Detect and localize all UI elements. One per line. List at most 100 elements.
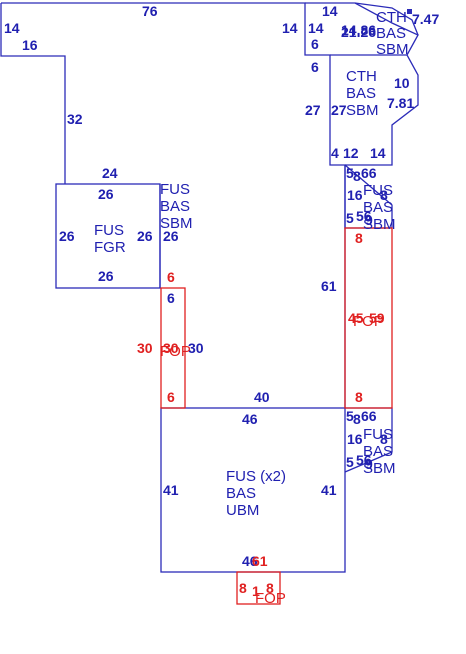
dim-sbm2-66: 66 <box>361 408 377 424</box>
fus-fgr-label: FUS FGR <box>94 222 126 256</box>
cth-marker <box>407 9 412 14</box>
dim-corr-6a: 6 <box>311 36 319 52</box>
fus-top-line2: BAS <box>160 198 190 215</box>
dim-red-30-left: 30 <box>137 340 153 356</box>
fop-bottom-label: FOP <box>255 590 286 607</box>
dim-sbm1-8b: 8 <box>380 187 388 203</box>
dim-sbm1-8: 8 <box>353 168 361 184</box>
fus-top-label: FUS BAS SBM <box>160 181 193 232</box>
dim-cth-10: 10 <box>394 75 410 91</box>
cth-mid-line1: CTH <box>346 68 377 85</box>
dim-sbm2-8: 8 <box>353 411 361 427</box>
cth-top-line2: BAS <box>376 25 406 42</box>
fus-right2-line3: SBM <box>363 460 396 477</box>
cth-mid-line3: SBM <box>346 102 379 119</box>
fus-big-line2: BAS <box>226 485 256 502</box>
cth-mid-line2: BAS <box>346 85 376 102</box>
dim-sbm2-9: 9 <box>365 456 373 472</box>
dim-red-8-top: 8 <box>355 230 363 246</box>
dim-left-16: 16 <box>22 37 38 53</box>
fus-right1-line2: BAS <box>363 199 393 216</box>
dim-cth-7-81: 7.81 <box>387 95 414 111</box>
cth-top-label: CTH BAS SBM <box>376 9 409 58</box>
fop-right-label: FOP <box>353 313 384 330</box>
dim-red-8-bottom: 8 <box>355 389 363 405</box>
fus-right1-line1: FUS <box>363 182 393 199</box>
dim-corr-14a: 14 <box>322 3 338 19</box>
dim-red-59: 59 <box>369 310 385 326</box>
dim-big-41-right: 41 <box>321 482 337 498</box>
dim-blue-6: 6 <box>167 290 175 306</box>
cth-top-line1: CTH <box>376 9 407 26</box>
fus-big-line1: FUS (x2) <box>226 468 286 485</box>
dim-sbm1-9: 9 <box>365 212 373 228</box>
fus-right2-line1: FUS <box>363 426 393 443</box>
dim-blue-30: 30 <box>188 340 204 356</box>
dim-sbm2-56: 56 <box>356 452 372 468</box>
dim-cth-top-val2: 21.26 <box>341 24 376 40</box>
dim-left-32: 32 <box>67 111 83 127</box>
dim-corr-4: 4 <box>331 145 339 161</box>
fus-big-label: FUS (x2) BAS UBM <box>226 468 286 519</box>
dim-corr-12: 12 <box>343 145 359 161</box>
dim-sbm1-16: 16 <box>347 187 363 203</box>
dim-fop-bottom-8b: 8 <box>266 580 274 596</box>
left-wall-outline <box>0 3 66 184</box>
dim-corr-14c: 14 <box>308 20 324 36</box>
dim-top-fus-right-26: 26 <box>163 228 179 244</box>
dim-cth-top-val: 14.86 <box>341 22 376 38</box>
dim-big-41-left: 41 <box>163 482 179 498</box>
fus-top-line3: SBM <box>160 215 193 232</box>
dim-sbm2-5: 5 <box>346 408 354 424</box>
dim-sbm1-66: 66 <box>361 165 377 181</box>
dim-corr-27a: 27 <box>305 102 321 118</box>
dim-fgr-bottom-26: 26 <box>98 268 114 284</box>
fus-top-line1: FUS <box>160 181 190 198</box>
dim-big-46-top: 46 <box>242 411 258 427</box>
dim-corr-14d: 14 <box>370 145 386 161</box>
dim-fgr-right-26: 26 <box>137 228 153 244</box>
dim-red-45: 45 <box>348 310 364 326</box>
dim-red-bottom-6: 6 <box>167 389 175 405</box>
cth-top-outline <box>354 2 419 36</box>
fus-fgr-line2: FGR <box>94 239 126 256</box>
dim-mid-40: 40 <box>254 389 270 405</box>
dim-corr-27b: 27 <box>331 102 347 118</box>
dim-fgr-24: 24 <box>102 165 118 181</box>
dim-fop-bottom-8a: 8 <box>239 580 247 596</box>
dim-fgr-top-26: 26 <box>98 186 114 202</box>
dim-left-14: 14 <box>4 20 20 36</box>
dim-corr-6b: 6 <box>311 59 319 75</box>
dim-fgr-left-26: 26 <box>59 228 75 244</box>
fus-right1-line3: SBM <box>363 216 396 233</box>
fop-bottom-room <box>236 571 281 605</box>
dim-red-61-bottom: 61 <box>252 553 268 569</box>
fop-mid-label: FOP <box>160 343 191 360</box>
dim-top-76: 76 <box>142 3 158 19</box>
fus-right1-label: FUS BAS SBM <box>363 182 396 233</box>
dim-big-46-bottom: 46 <box>242 553 258 569</box>
dim-red-30-mid: 30 <box>163 340 179 356</box>
fop-mid-room <box>160 287 186 409</box>
dim-corr-14b: 14 <box>282 20 298 36</box>
dim-sbm1-56: 56 <box>356 208 372 224</box>
cth-mid-label: CTH BAS SBM <box>346 68 379 119</box>
dim-sbm1-5: 5 <box>346 165 354 181</box>
upper-body-outline <box>1 2 393 229</box>
dim-sbm2-16: 16 <box>347 431 363 447</box>
dim-fop-bottom-1: 1 <box>252 583 260 599</box>
fus-big-line3: UBM <box>226 502 259 519</box>
dim-red-top-6: 6 <box>167 269 175 285</box>
dim-sbm2-8b: 8 <box>380 431 388 447</box>
dim-right-61: 61 <box>321 278 337 294</box>
fop-right-room <box>344 227 393 409</box>
cth-top-line3: SBM <box>376 41 409 58</box>
fus-right2-label: FUS BAS SBM <box>363 426 396 477</box>
dim-cth-7-47: 7.47 <box>412 11 439 27</box>
fus-right2-line2: BAS <box>363 443 393 460</box>
dim-sbm2-5b: 5 <box>346 454 354 470</box>
fus-fgr-line1: FUS <box>94 222 124 239</box>
corridor-right-outline <box>305 2 419 166</box>
dim-sbm1-5b: 5 <box>346 210 354 226</box>
